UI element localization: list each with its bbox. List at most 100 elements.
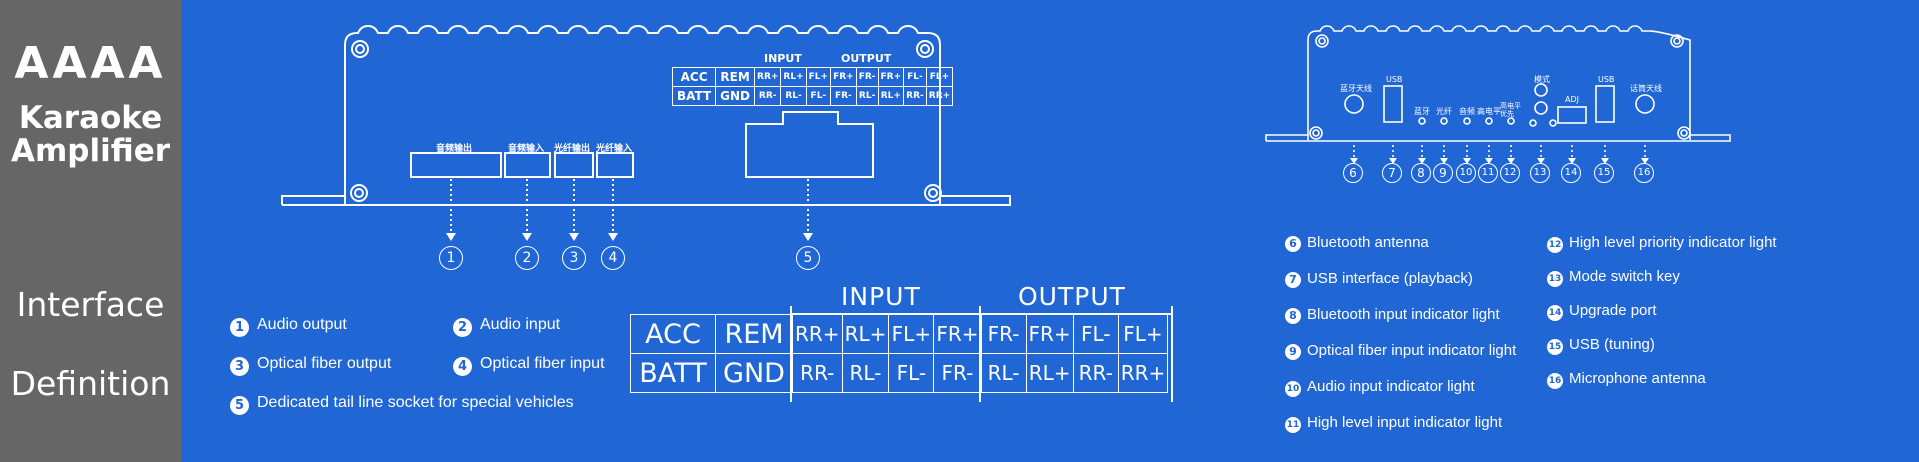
small-table-input-header: INPUT [764,52,802,65]
legend-number: 15 [1547,339,1563,355]
left-amp-body [344,24,941,205]
big-cell: FL- [888,353,935,393]
big-table-row: ACC REM RR+ RL+ FL+ FR+ FR- FR+ FL- FL+ [630,314,1169,354]
legend-number: 10 [1285,381,1301,397]
legend-text: Dedicated tail line socket for special v… [257,394,574,411]
right-amp-body [1307,25,1691,140]
port-label-4: 光纤输入 [596,144,633,154]
callout-4: 4 [601,246,625,270]
small-cell: RL- [780,86,807,106]
big-cell: FL+ [1117,314,1169,354]
legend-text: Optical fiber output [257,355,392,372]
usb-playback-port [1383,85,1403,123]
tail-socket [745,111,874,178]
upgrade-port [1557,106,1587,124]
big-cell: RR- [1072,353,1119,393]
led-optical [1440,117,1448,125]
legend-number: 13 [1547,271,1563,287]
big-cell: RL- [980,353,1027,393]
small-cell: FR+ [830,67,857,87]
legend-text: High level priority indicator light [1569,234,1777,251]
legend-item: 15 USB (tuning) [1547,336,1655,355]
small-cell: RR- [754,86,782,106]
legend-number: 2 [453,318,472,337]
big-cell: FL- [1072,314,1119,354]
legend-number: 4 [453,357,472,376]
legend-number: 12 [1547,237,1563,253]
legend-number: 6 [1285,236,1301,252]
small-table-row: BATT GND RR- RL- FL- FR- RL- RL+ RR- RR+ [671,86,954,106]
legend-text: USB (tuning) [1569,336,1655,353]
legend-text: Audio output [257,316,347,333]
callout-11: 11 [1478,163,1498,183]
callout-15: 15 [1594,163,1614,183]
optical-input-port [596,152,634,178]
rp-label-bt: 蓝牙 [1414,107,1430,116]
left-amp-flange [281,195,1011,206]
small-cell: FR- [855,67,879,87]
big-cell: FR- [933,353,982,393]
big-cell: REM [715,314,793,354]
sidebar: AAAA Karaoke Amplifier Interface Definit… [0,0,181,462]
mic-antenna-jack [1635,94,1655,114]
small-cell: RL- [855,86,879,106]
small-cell: FL- [903,67,927,87]
legend-number: 8 [1285,308,1301,324]
legend-item: 10 Audio input indicator light [1285,378,1475,397]
legend-text: Mode switch key [1569,268,1680,285]
legend-item: 12 High level priority indicator light [1547,234,1777,253]
callout-3: 3 [562,246,586,270]
big-cell: FR+ [933,314,982,354]
legend-text: Optical fiber input [480,355,605,372]
small-cell: BATT [671,86,717,106]
rp-label-audio: 音频 [1459,107,1475,116]
small-cell: FR- [830,86,857,106]
big-table-row: BATT GND RR- RL- FL- FR- RL- RL+ RR- RR+ [630,353,1169,393]
big-cell: ACC [630,314,716,354]
callout-16: 16 [1634,163,1654,183]
big-table-input-header: INPUT [841,282,921,311]
left-screw-1 [351,40,369,58]
rp-label-usb: USB [1386,75,1403,84]
big-cell: FR+ [1025,314,1074,354]
rp-label-optical: 光纤 [1436,107,1452,116]
big-cell: BATT [630,353,716,393]
legend-number: 9 [1285,344,1301,360]
callout-6: 6 [1343,163,1363,183]
legend-number: 16 [1547,373,1563,389]
small-cell: FR+ [877,67,905,87]
small-cell: FL+ [925,67,954,87]
legend-text: USB interface (playback) [1307,270,1473,287]
big-wiring-table: ACC REM RR+ RL+ FL+ FR+ FR- FR+ FL- FL+ … [630,314,1169,393]
small-cell: FL+ [805,67,832,87]
port-label-1: 音频输出 [436,144,473,154]
audio-output-port [410,152,502,178]
led-audio [1463,117,1471,125]
rp-label-mic-antenna: 话筒天线 [1630,84,1662,93]
small-table-row: ACC REM RR+ RL+ FL+ FR+ FR- FR+ FL- FL+ [671,67,954,87]
small-cell: ACC [671,67,717,87]
rp-label-bt-antenna: 蓝牙天线 [1340,84,1372,93]
big-cell: RL- [841,353,890,393]
big-cell: GND [715,353,793,393]
callout-12: 12 [1500,163,1520,183]
legend-number: 14 [1547,305,1563,321]
small-cell: FL- [805,86,832,106]
small-cell: GND [715,86,756,106]
small-cell: REM [715,67,756,87]
small-cell: RR+ [925,86,954,106]
big-cell: RR+ [1117,353,1169,393]
mode-key [1534,83,1548,97]
callout-1: 1 [439,246,463,270]
rp-label-mode: 模式 [1534,75,1550,84]
legend-text: Audio input indicator light [1307,378,1475,395]
rp-label-usb-2: USB [1598,75,1615,84]
